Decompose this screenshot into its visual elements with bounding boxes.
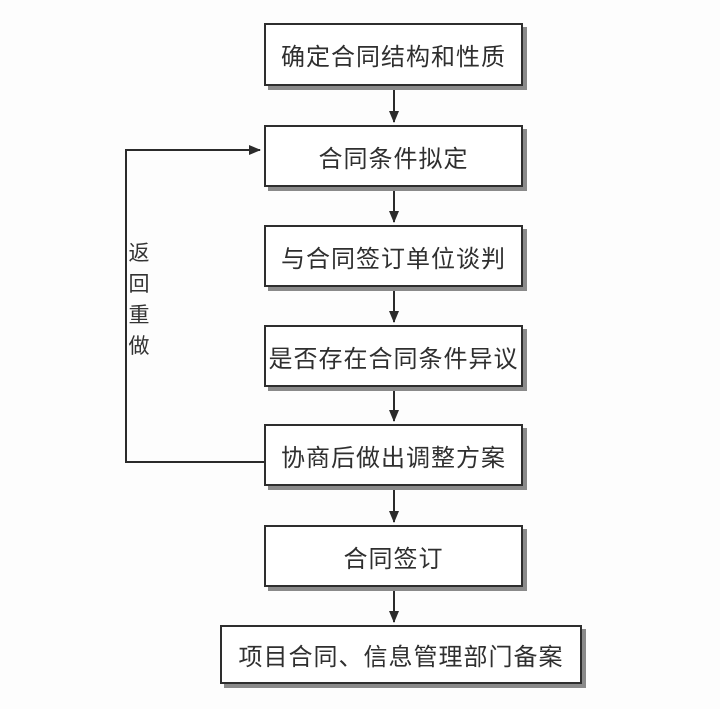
node-contract-signing: 合同签订	[264, 525, 523, 587]
node-filing-with-management-departments: 项目合同、信息管理部门备案	[220, 625, 582, 684]
node-negotiate-with-signing-unit: 与合同签订单位谈判	[264, 225, 523, 287]
node-draft-contract-conditions: 合同条件拟定	[264, 125, 523, 187]
edge-loopback-node5-node2-arrow	[125, 145, 264, 463]
loopback-label-return-redo: 返回重做	[128, 241, 150, 358]
node-determine-contract-structure: 确定合同结构和性质	[264, 23, 523, 86]
node-condition-objection-check: 是否存在合同条件异议	[264, 325, 523, 387]
node-adjustment-plan-after-negotiation: 协商后做出调整方案	[264, 424, 523, 486]
